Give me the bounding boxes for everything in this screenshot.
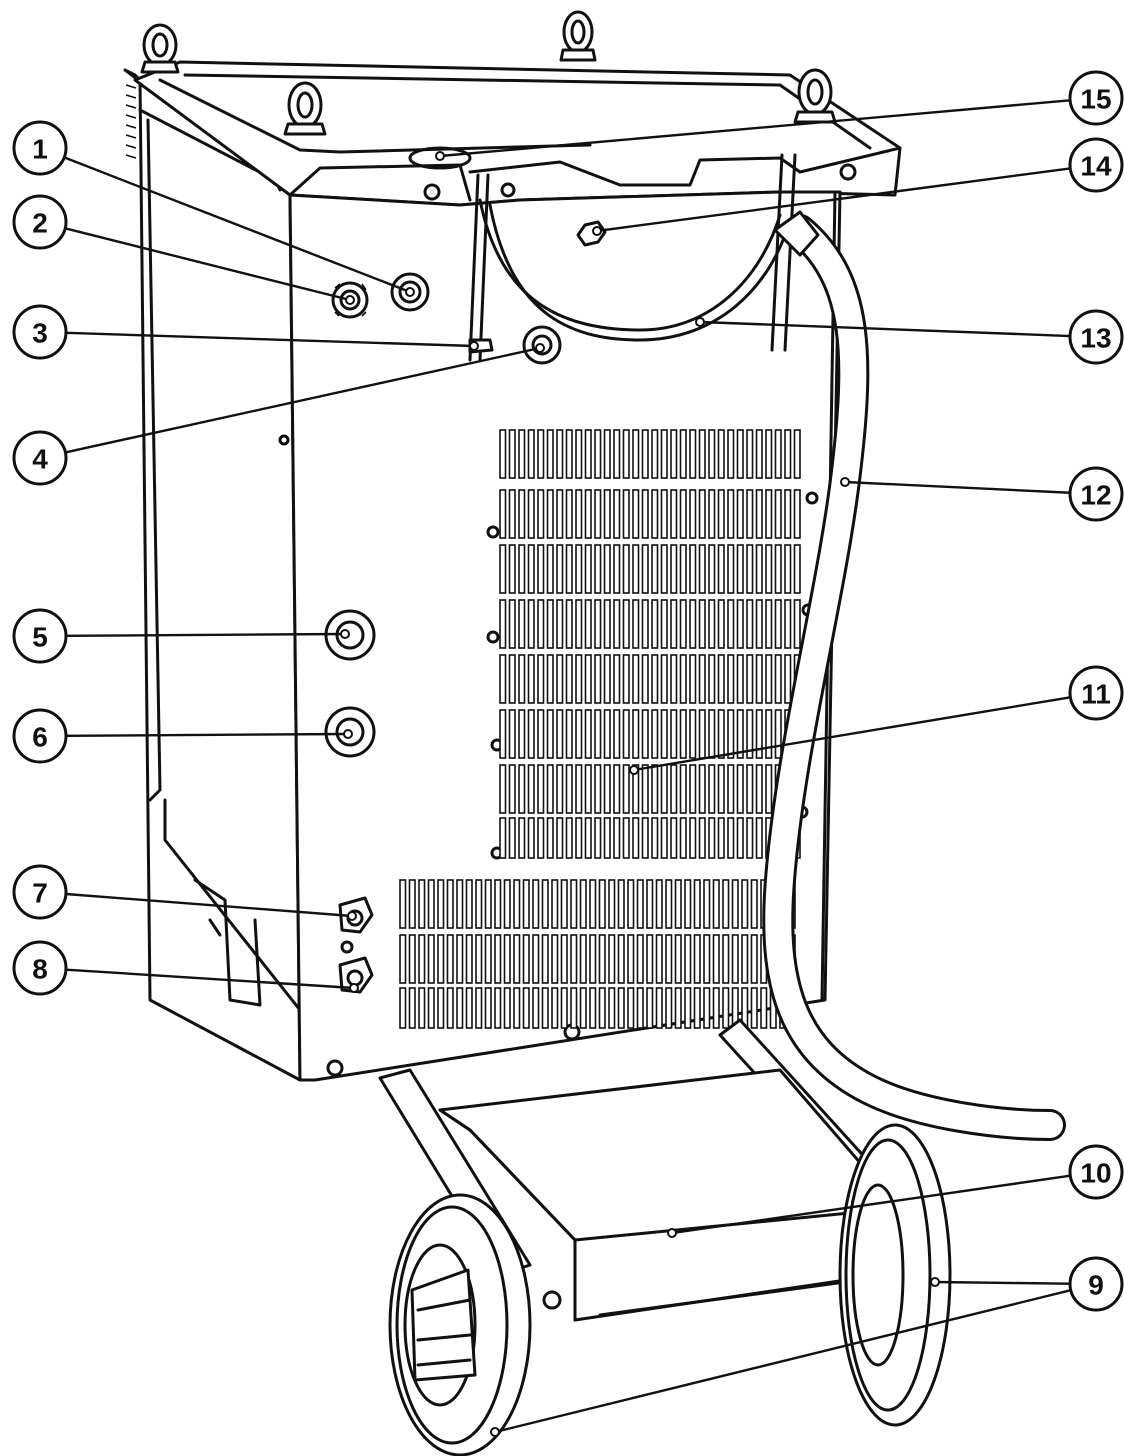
callout-leader-line: [439, 99, 1071, 158]
callout-target-dot: [629, 765, 639, 775]
callout-number: 6: [32, 722, 48, 753]
callout-number: 10: [1080, 1158, 1111, 1189]
callout-leader-line: [494, 1289, 1072, 1434]
callout-circle: [12, 940, 68, 996]
callout-number: 4: [32, 444, 48, 475]
callout-1: 1: [12, 120, 415, 297]
callout-number: 9: [1088, 1270, 1104, 1301]
callout-number: 13: [1080, 323, 1111, 354]
callout-leader-line: [699, 320, 1071, 338]
side-vents: [125, 84, 137, 159]
callout-target-dot: [535, 343, 545, 353]
callout-6: 6: [12, 708, 353, 764]
callout-target-dot: [469, 341, 479, 351]
callout-circle: [1068, 1256, 1124, 1312]
callout-15: 15: [435, 70, 1124, 161]
callout-circle: [12, 304, 68, 360]
callout-leader-line: [65, 968, 355, 990]
callout-10: 10: [667, 1144, 1124, 1238]
callout-circle: [1068, 137, 1124, 193]
callout-8: 8: [12, 940, 359, 996]
callout-14: 14: [592, 137, 1124, 236]
callout-leader-line: [65, 732, 349, 738]
trolley: [378, 1018, 952, 1456]
callout-12: 12: [840, 466, 1124, 522]
callout-circle: [12, 430, 68, 486]
ventilation-grille: [399, 429, 801, 1029]
callout-leader-line: [65, 632, 346, 638]
callout-5: 5: [12, 608, 350, 664]
callout-leader-line: [844, 480, 1071, 494]
callout-target-dot: [695, 317, 705, 327]
callout-leader-line: [633, 696, 1071, 772]
callout-target-dot: [343, 729, 353, 739]
callout-target-dot: [490, 1427, 500, 1437]
callout-target-dot: [667, 1228, 677, 1238]
callout-circle: [12, 194, 68, 250]
callout-circle: [12, 864, 68, 920]
callout-target-dot: [340, 629, 350, 639]
callout-target-dot: [349, 983, 359, 993]
callout-3: 3: [12, 304, 479, 360]
callout-number: 7: [32, 878, 48, 909]
callout-target-dot: [405, 287, 415, 297]
callout-circle: [12, 608, 68, 664]
callout-number: 14: [1080, 151, 1112, 182]
callout-2: 2: [12, 194, 355, 305]
callout-leader-line: [65, 892, 353, 918]
callout-leader-line: [596, 167, 1071, 233]
callout-target-dot: [347, 911, 357, 921]
callout-7: 7: [12, 864, 357, 921]
callout-circle: [1068, 1144, 1124, 1200]
callout-target-dot: [930, 1277, 940, 1287]
callout-number: 8: [32, 954, 48, 985]
callout-leader-line: [63, 156, 411, 294]
callout-target-dot: [345, 295, 355, 305]
callout-number: 3: [32, 318, 48, 349]
callout-circle: [1068, 466, 1124, 522]
callout-circle: [1068, 665, 1124, 721]
callout-leader-line: [65, 331, 475, 348]
callout-number: 5: [32, 622, 48, 653]
callout-leader-line: [65, 346, 541, 454]
callout-number: 1: [32, 134, 48, 165]
callout-leader-line: [671, 1174, 1071, 1235]
callout-leader-line: [934, 1280, 1071, 1285]
callout-number: 2: [32, 208, 48, 239]
callout-number: 12: [1080, 480, 1111, 511]
callout-9: 9: [490, 1256, 1124, 1437]
callout-13: 13: [695, 309, 1124, 365]
callout-number: 15: [1080, 84, 1111, 115]
hose: [762, 210, 1066, 1141]
callout-4: 4: [12, 343, 545, 486]
callout-leader-line: [64, 227, 351, 302]
callout-circle: [1068, 309, 1124, 365]
callout-number: 11: [1081, 679, 1111, 710]
callout-target-dot: [435, 151, 445, 161]
callout-target-dot: [840, 477, 850, 487]
callout-circle: [1068, 70, 1124, 126]
lifting-eyes: [140, 10, 837, 136]
callout-circle: [12, 708, 68, 764]
callout-target-dot: [592, 226, 602, 236]
callout-circle: [12, 120, 68, 176]
callout-11: 11: [629, 665, 1124, 775]
